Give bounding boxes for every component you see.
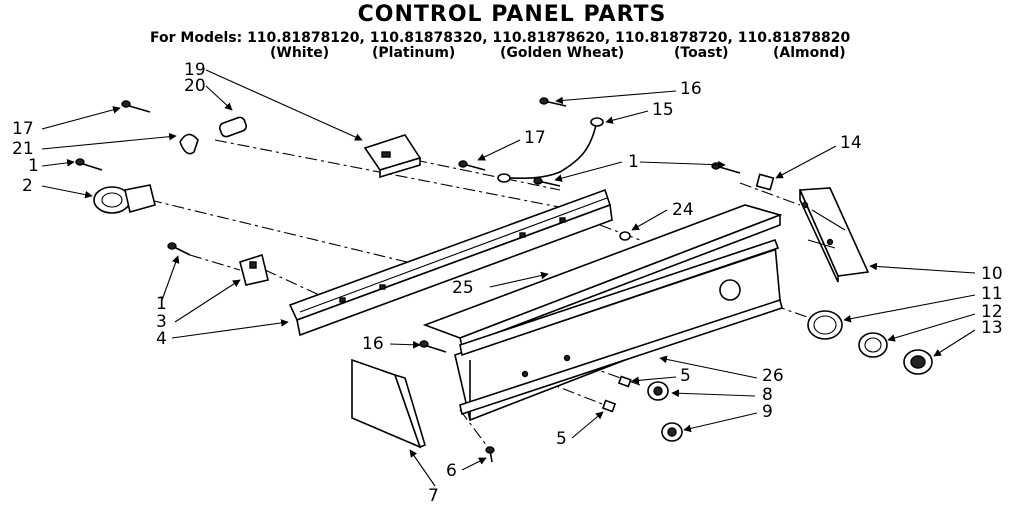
callout-25: 25 [452,278,474,298]
lamp-clip [179,133,199,155]
callout-12: 12 [981,302,1003,322]
screw-16b [419,340,447,353]
callout-26: 26 [762,366,784,386]
callout-16: 16 [362,334,384,354]
color-toast: (Toast) [674,45,729,61]
callout-11: 11 [981,284,1003,304]
callout-3: 3 [156,312,167,332]
callout-21: 21 [12,139,34,159]
callout-8: 8 [762,385,773,405]
rotary-switch [93,184,156,214]
screw-6 [485,446,495,463]
switch-bracket [363,134,422,179]
callout-1: 1 [628,152,639,172]
callout-19: 19 [184,60,206,80]
knob-insert [858,332,888,358]
ground-wire [497,117,604,183]
callout-16: 16 [680,79,702,99]
lamp [218,116,248,138]
callout-7: 7 [428,486,439,506]
button-knob-lower [661,422,683,442]
callout-17: 17 [524,128,546,148]
callout-17: 17 [12,119,34,139]
callout-2: 2 [22,176,33,196]
callout-15: 15 [652,100,674,120]
callout-13: 13 [981,318,1003,338]
callout-5: 5 [680,366,691,386]
small-bracket [239,253,269,286]
screw-1a [75,158,103,171]
screw-16a [539,97,567,107]
callout-1: 1 [28,156,39,176]
screw-17a [121,100,151,113]
screw-1b [167,242,191,256]
screw-17b [458,160,486,171]
retainer-clip [619,231,631,241]
callout-9: 9 [762,402,773,422]
knob-ring [807,310,843,340]
color-almond: (Almond) [773,45,846,61]
control-panel-body [454,238,783,422]
button-knob-upper [647,381,669,401]
leader-lines [41,69,976,487]
color-golden-wheat: (Golden Wheat) [500,45,625,61]
control-knob [903,349,933,375]
screw-1c [533,177,561,187]
callout-24: 24 [672,200,694,220]
callout-5: 5 [556,429,567,449]
screw-group [75,97,741,463]
callout-14: 14 [840,133,862,153]
callout-4: 4 [156,329,167,349]
end-cap [351,358,426,449]
color-white: (White) [270,45,330,61]
spring-lower [601,399,617,413]
end-panel [798,187,870,283]
lamp-socket [755,173,775,191]
models-line: For Models: 110.81878120, 110.81878320, … [150,30,851,46]
spring-upper [617,375,632,388]
callout-20: 20 [184,76,206,96]
page-title: CONTROL PANEL PARTS [357,2,667,27]
callout-10: 10 [981,264,1003,284]
color-platinum: (Platinum) [372,45,456,61]
mounting-bracket [288,188,613,337]
callout-6: 6 [446,461,457,481]
trim-strip [422,204,783,348]
callout-1: 1 [156,294,167,314]
